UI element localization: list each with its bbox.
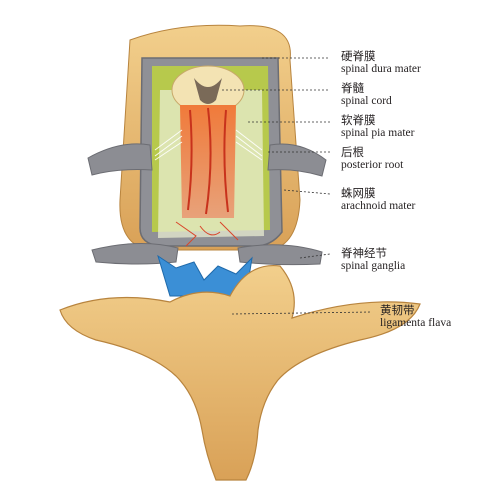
cord-vessels: [187, 107, 229, 215]
label-en: spinal ganglia: [341, 260, 406, 273]
label-arachnoid-mater: 蛛网膜 arachnoid mater: [341, 186, 416, 213]
label-zh: 蛛网膜: [341, 186, 376, 200]
label-spinal-dura-mater: 硬脊膜 spinal dura mater: [341, 49, 421, 76]
label-en: spinal dura mater: [341, 63, 421, 76]
label-zh: 黄韧带: [380, 303, 415, 317]
right-posterior-root: [267, 143, 327, 177]
label-ligamenta-flava: 黄韧带 ligamenta flava: [380, 303, 452, 330]
spinal-cord: [180, 105, 236, 218]
label-zh: 脊神经节: [341, 246, 387, 260]
leader-lines: [222, 57, 373, 315]
label-en: posterior root: [341, 159, 404, 172]
label-zh: 后根: [341, 145, 364, 159]
label-en: spinal pia mater: [341, 127, 415, 140]
grey-matter: [194, 78, 222, 104]
left-nerve-trunk: [91, 243, 179, 265]
left-posterior-root: [87, 143, 153, 176]
label-spinal-pia-mater: 软脊膜 spinal pia mater: [341, 113, 415, 140]
label-zh: 软脊膜: [341, 113, 376, 127]
label-spinal-cord: 脊髓 spinal cord: [341, 81, 392, 108]
label-en: spinal cord: [341, 95, 392, 108]
right-nerve-trunk: [237, 244, 323, 266]
lower-vertebra: [59, 264, 421, 481]
label-zh: 脊髓: [341, 81, 364, 95]
arterial-branches: [175, 221, 239, 247]
label-en: arachnoid mater: [341, 200, 416, 213]
label-zh: 硬脊膜: [341, 49, 376, 63]
nerve-rootlets: [154, 129, 263, 161]
label-en: ligamenta flava: [380, 317, 452, 330]
label-posterior-root: 后根 posterior root: [341, 145, 404, 172]
label-spinal-ganglia: 脊神经节 spinal ganglia: [341, 246, 406, 273]
